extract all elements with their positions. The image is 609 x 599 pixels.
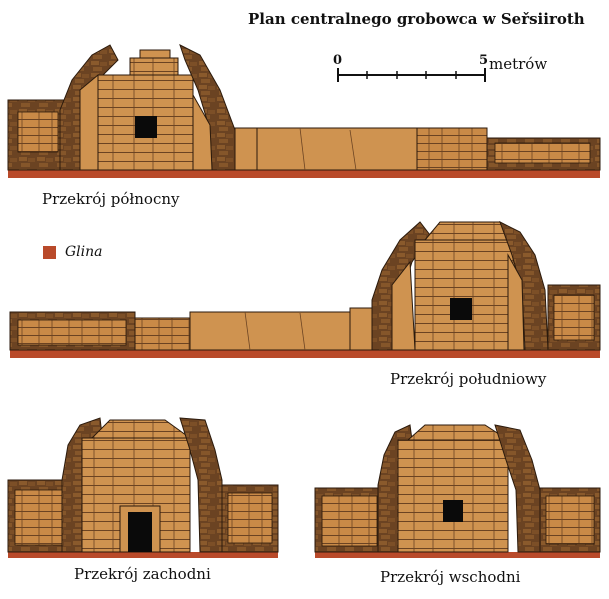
south-section-caption: Przekrój południowy (390, 370, 547, 388)
west-section (7, 417, 279, 558)
north-clay-layer (8, 170, 600, 178)
north-chamber-opening (135, 116, 157, 138)
north-section-caption: Przekrój północny (42, 190, 180, 208)
south-corridor-slab (189, 311, 351, 351)
east-chamber-wall (397, 439, 509, 553)
east-chamber-opening (443, 500, 463, 522)
scale-end-label: 5 (479, 53, 489, 68)
scale-unit-label: metrów (489, 55, 548, 73)
legend-clay-swatch (43, 246, 56, 259)
legend-clay-label: Glina (65, 244, 103, 260)
diagram-title: Plan centralnego grobowca w Seřsiiroth (248, 10, 585, 28)
east-section-caption: Przekrój wschodni (380, 568, 521, 586)
west-section-caption: Przekrój zachodni (74, 565, 211, 583)
south-clay-layer (10, 350, 600, 358)
scale-start-label: 0 (333, 53, 343, 68)
north-corridor-slab (234, 127, 258, 171)
scale-bar (337, 68, 486, 82)
north-section (7, 44, 601, 178)
south-section (9, 220, 601, 358)
west-clay-layer (8, 552, 278, 558)
north-right-corbel (179, 44, 236, 171)
east-clay-layer (315, 552, 600, 558)
south-chamber-wall (414, 239, 516, 351)
south-chamber-opening (450, 298, 472, 320)
west-doorway (128, 512, 152, 552)
east-section (314, 424, 601, 558)
